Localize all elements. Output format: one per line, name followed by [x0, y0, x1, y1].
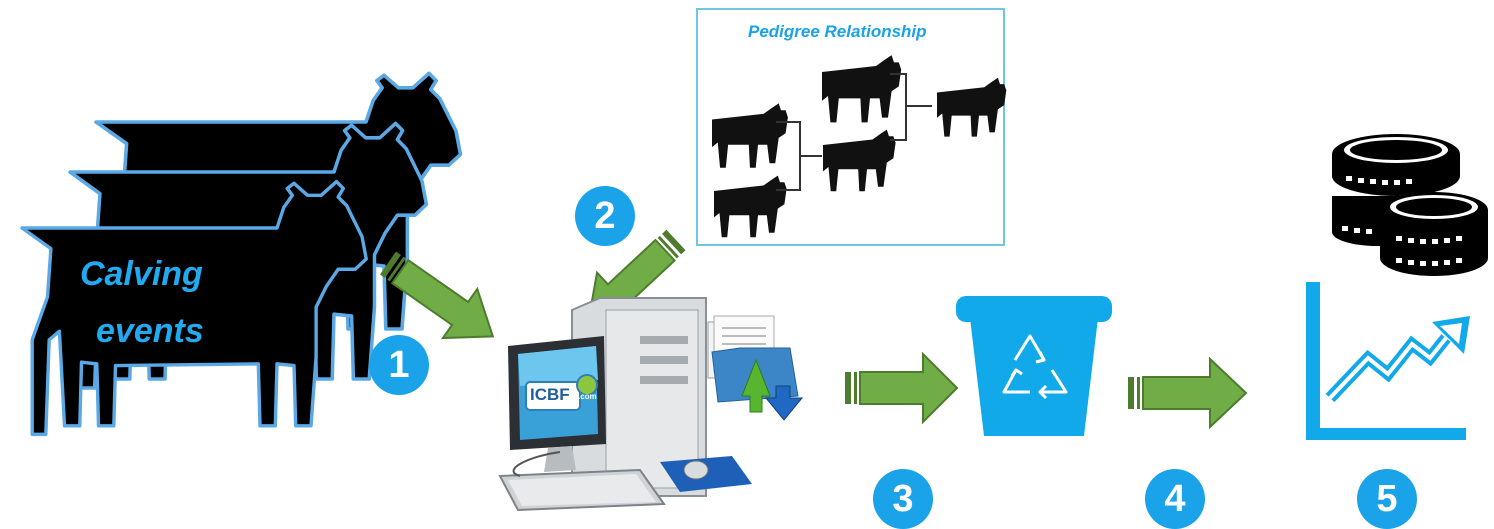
icbf-logo-sub: .com [578, 392, 597, 401]
growth-chart-icon [1306, 282, 1470, 440]
pedigree-title: Pedigree Relationship [748, 22, 927, 41]
coins-icon [1332, 134, 1488, 276]
recycle-bin-icon [956, 296, 1112, 436]
arrow-4 [1128, 356, 1248, 430]
step-badge-5: 5 [1357, 469, 1417, 529]
computer-icon [498, 297, 752, 512]
file-transfer-icon [707, 315, 804, 421]
arrow-1 [379, 251, 495, 340]
cow-label-line1: Calving [80, 255, 203, 293]
icbf-logo-text: ICBF [530, 385, 570, 404]
pedigree-diagram [696, 8, 1007, 246]
arrow-3 [845, 351, 959, 425]
step-badge-3: 3 [873, 469, 933, 529]
cow-label-line2: events [96, 312, 204, 350]
step-badge-4: 4 [1145, 469, 1205, 529]
step-badge-1: 1 [369, 335, 429, 395]
step-badge-2: 2 [575, 186, 635, 246]
